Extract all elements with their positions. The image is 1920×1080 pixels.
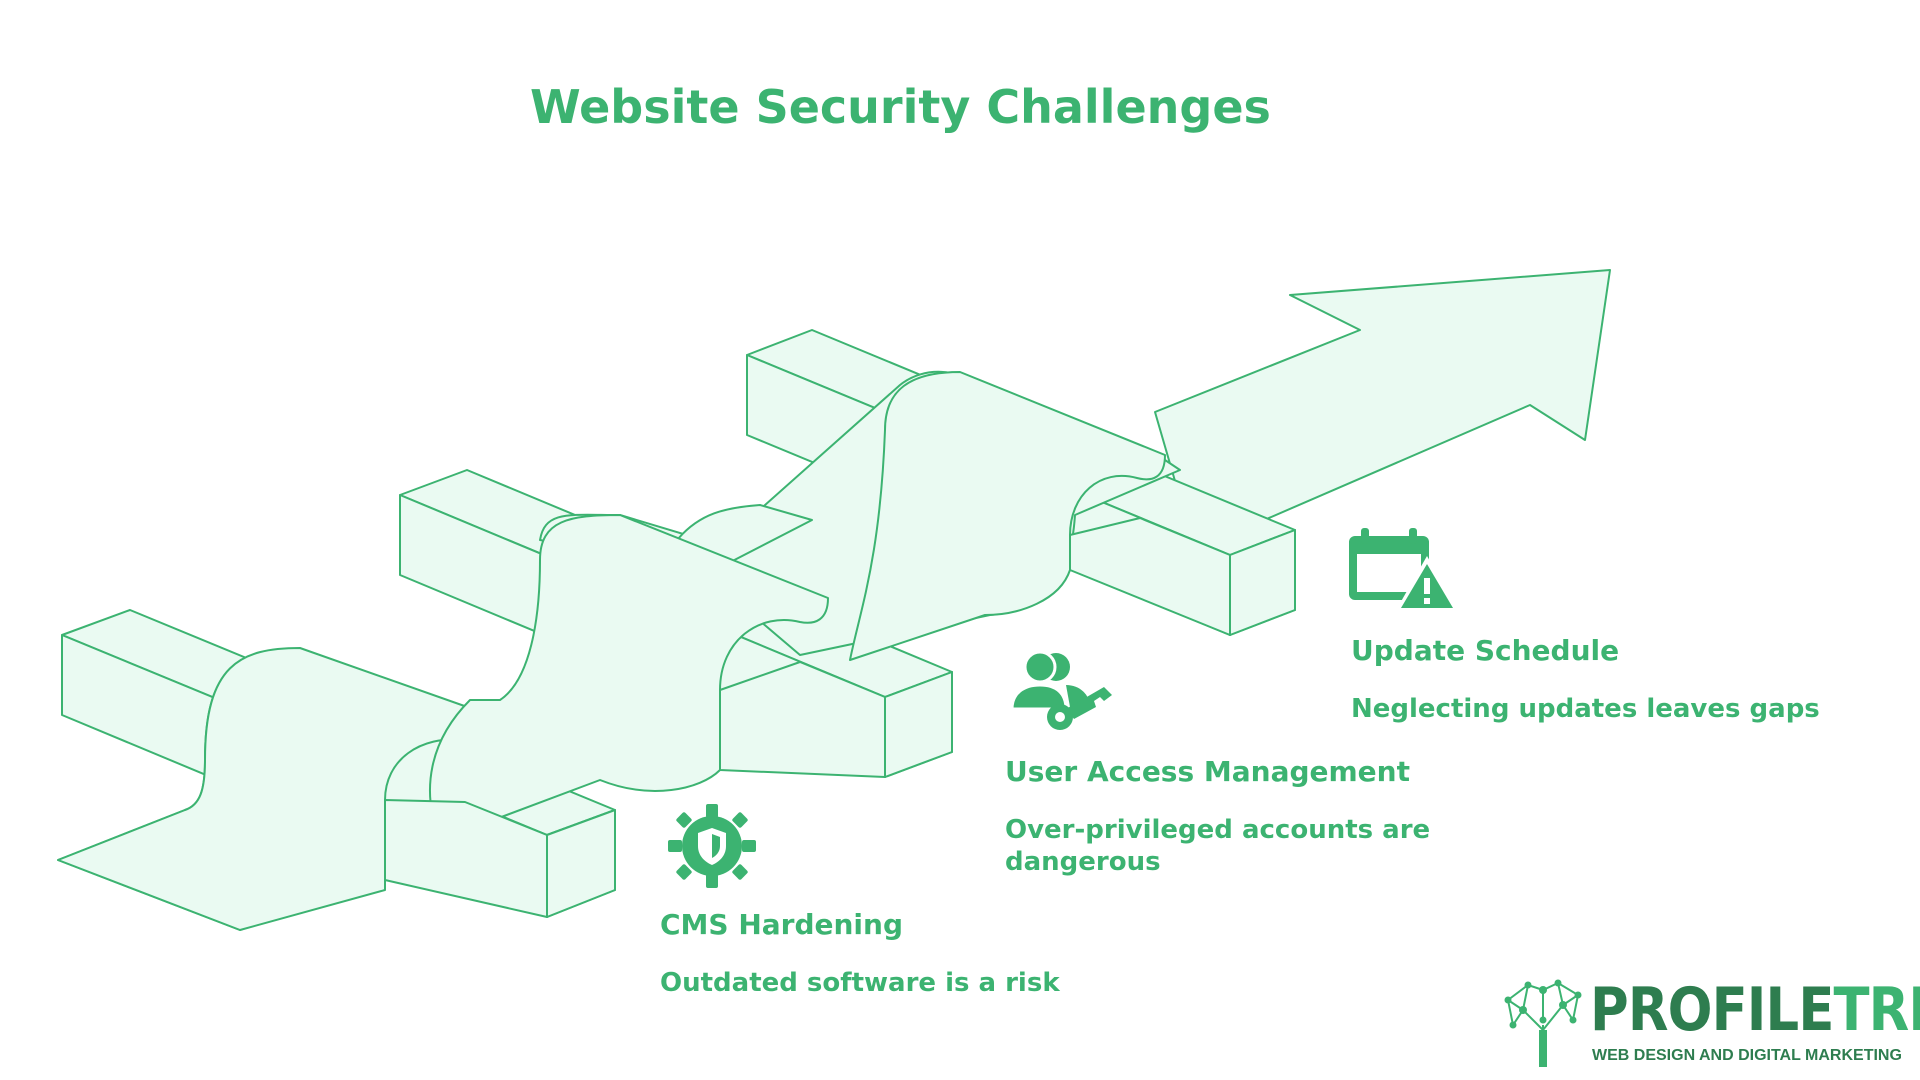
tree-icon (1504, 979, 1582, 1067)
item-cms-hardening: CMS Hardening Outdated software is a ris… (660, 908, 1160, 999)
item-description: Neglecting updates leaves gaps (1351, 694, 1820, 724)
arch-2 (429, 514, 829, 841)
item-heading: CMS Hardening (660, 908, 904, 941)
item-description: Outdated software is a risk (660, 968, 1060, 998)
logo-brand-part2: TREE (1833, 975, 1920, 1045)
item-heading: User Access Management (1005, 755, 1410, 788)
arch-3 (849, 371, 1166, 661)
gear-shield-icon (668, 804, 756, 888)
users-key-icon (1010, 650, 1112, 730)
item-heading: Update Schedule (1351, 634, 1620, 667)
item-update-schedule: Update Schedule Neglecting updates leave… (1351, 634, 1911, 725)
calendar-warning-icon (1349, 528, 1459, 612)
item-description: Over-privileged accounts are dangerous (1005, 815, 1431, 877)
logo-brand-name: PROFILETREE (1590, 975, 1920, 1045)
logo-brand-part1: PROFILE (1590, 975, 1834, 1045)
diagram-title: Website Security Challenges (530, 80, 1271, 134)
logo-tagline: WEB DESIGN AND DIGITAL MARKETING (1592, 1047, 1902, 1064)
item-user-access-management: User Access Management Over-privileged a… (1005, 755, 1505, 878)
